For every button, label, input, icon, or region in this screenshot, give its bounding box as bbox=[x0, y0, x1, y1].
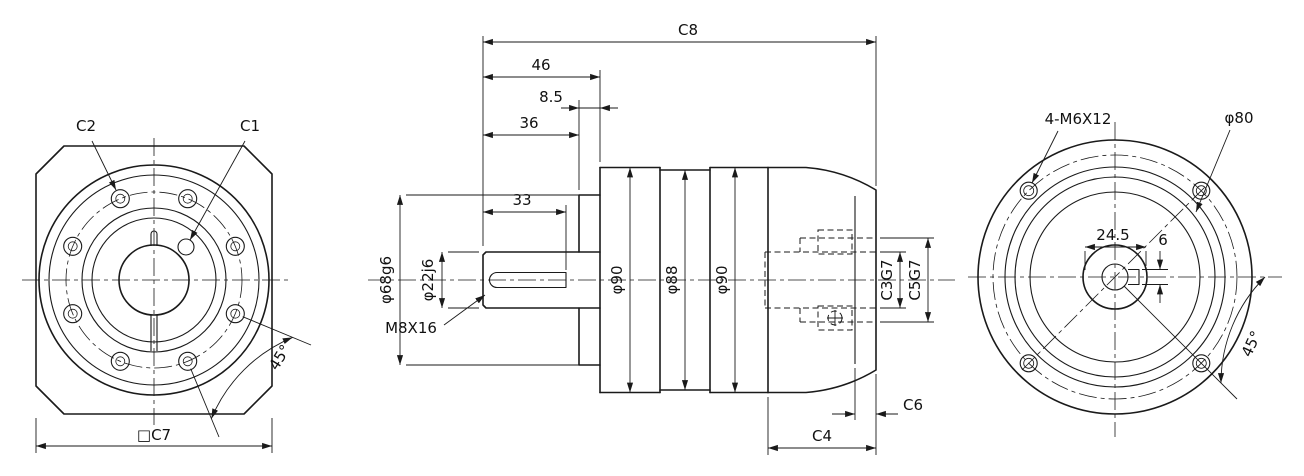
front-angle-arc bbox=[210, 336, 293, 419]
dim-label-dia88: φ88 bbox=[663, 266, 681, 295]
dim-label-dia90a: φ90 bbox=[608, 266, 626, 295]
dim-label-c5: C5G7 bbox=[906, 259, 924, 300]
dim-label-c8: C8 bbox=[678, 21, 698, 39]
dim-label-36: 36 bbox=[519, 114, 538, 132]
hidden-coupling bbox=[764, 229, 876, 331]
m8-leader bbox=[443, 294, 486, 326]
dia80-leader bbox=[1195, 129, 1231, 213]
side-view-geometry bbox=[368, 166, 955, 394]
front-angle-line-2 bbox=[190, 368, 220, 438]
rear-circle-3 bbox=[1029, 191, 1201, 363]
dim-label-c6: C6 bbox=[903, 396, 923, 414]
housing-outline bbox=[767, 166, 877, 394]
side-view-dimensions: C8 46 8.5 36 33 φ68g6 φ22j6 bbox=[377, 21, 934, 455]
dia22-ext-lines bbox=[448, 251, 479, 309]
dim-label-46: 46 bbox=[531, 56, 550, 74]
dim-6-ext bbox=[1142, 269, 1168, 285]
front-view: C2 C1 45° □C7 bbox=[22, 117, 312, 453]
dim-245-ext bbox=[1084, 251, 1147, 270]
front-view-geometry bbox=[22, 138, 288, 425]
rear-view: 4-M6X12 φ80 24.5 6 45° bbox=[968, 109, 1282, 437]
dia68-ext-lines bbox=[406, 194, 584, 366]
c3c5-ext-lines bbox=[880, 237, 934, 323]
dim-label-c4: C4 bbox=[812, 427, 832, 445]
dim-label-dia90b: φ90 bbox=[713, 266, 731, 295]
body-top-edges bbox=[599, 166, 769, 171]
rear-circle-dia80 bbox=[1014, 176, 1216, 378]
dim-label-c1: C1 bbox=[240, 117, 260, 135]
rear-view-geometry bbox=[968, 122, 1282, 437]
front-angle-line-1 bbox=[242, 316, 312, 346]
front-pin-hole bbox=[177, 238, 195, 256]
side-view: C8 46 8.5 36 33 φ68g6 φ22j6 bbox=[368, 21, 955, 455]
rear-bore bbox=[1101, 263, 1129, 291]
rear-bolt-holes bbox=[1019, 181, 1211, 373]
dim-label-dia68: φ68g6 bbox=[377, 256, 395, 304]
rear-angle-arc bbox=[1217, 276, 1266, 384]
rear-view-dimensions: 4-M6X12 φ80 24.5 6 45° bbox=[1031, 109, 1266, 400]
rear-centerline-diag bbox=[1021, 183, 1209, 371]
pilot-boss bbox=[578, 194, 601, 366]
c1-leader bbox=[189, 140, 246, 241]
body-section-lines bbox=[659, 166, 769, 394]
c2-leader bbox=[91, 140, 117, 191]
dim-label-dia80: φ80 bbox=[1225, 109, 1254, 127]
dim-label-front-angle: 45° bbox=[265, 341, 294, 373]
bolt-spec-leader bbox=[1031, 130, 1059, 184]
front-bolt-holes bbox=[63, 189, 245, 371]
shaft-outline bbox=[482, 251, 601, 309]
dim-label-245: 24.5 bbox=[1096, 226, 1129, 244]
dim-label-rear-angle: 45° bbox=[1238, 328, 1266, 360]
dim-label-85: 8.5 bbox=[539, 88, 563, 106]
dim-label-c7: □C7 bbox=[137, 426, 171, 444]
dim-label-6: 6 bbox=[1158, 231, 1168, 249]
dim-label-33: 33 bbox=[512, 191, 531, 209]
dim-label-m8: M8X16 bbox=[385, 319, 437, 337]
dim-label-c3: C3G7 bbox=[878, 259, 896, 300]
front-clamp-slit bbox=[150, 314, 158, 351]
shaft-keyway bbox=[489, 271, 567, 289]
dim-label-bolt-spec: 4-M6X12 bbox=[1045, 110, 1112, 128]
body-bottom-edges bbox=[599, 389, 769, 394]
rear-keyway bbox=[1128, 268, 1140, 286]
dim-label-dia22: φ22j6 bbox=[419, 259, 437, 302]
rear-angle-line bbox=[1123, 285, 1238, 400]
dim-label-c2: C2 bbox=[76, 117, 96, 135]
